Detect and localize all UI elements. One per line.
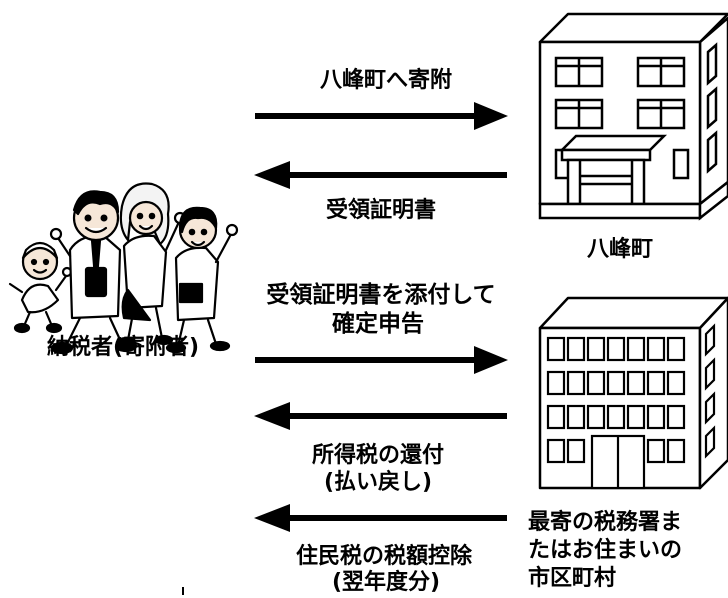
label-deduction-line2: (翌年度分)	[331, 570, 441, 595]
father-figure	[49, 190, 138, 355]
mother-figure	[116, 182, 187, 348]
arrow-resident-tax-deduction	[254, 504, 507, 532]
son-figure	[165, 206, 239, 354]
arrow-receipt	[254, 161, 507, 189]
arrow-donation	[255, 102, 508, 130]
label-receipt: 受領証明書	[325, 198, 436, 223]
stray-tick	[182, 587, 184, 595]
label-file-line1: 受領証明書を添付して	[266, 282, 496, 308]
arrow-income-tax-refund	[254, 402, 507, 430]
label-deduction-line1: 住民税の税額控除	[295, 544, 472, 569]
window-row-1	[546, 336, 686, 362]
child-figure	[8, 241, 73, 334]
label-refund-line1: 所得税の還付	[311, 443, 444, 468]
label-office-line1: 最寄の税務署ま	[528, 510, 683, 535]
label-office-line2: たはお住まいの	[528, 538, 683, 563]
label-office-line3: 市区町村	[528, 566, 617, 591]
label-donation: 八峰町へ寄附	[319, 68, 452, 93]
label-taxpayer: 納税者(寄附者)	[46, 335, 200, 360]
label-refund-line2: (払い戻し)	[323, 470, 433, 495]
arrow-tax-filing	[255, 346, 508, 374]
label-town: 八峰町	[586, 237, 653, 262]
label-file-line2: 確定申告	[332, 311, 424, 337]
